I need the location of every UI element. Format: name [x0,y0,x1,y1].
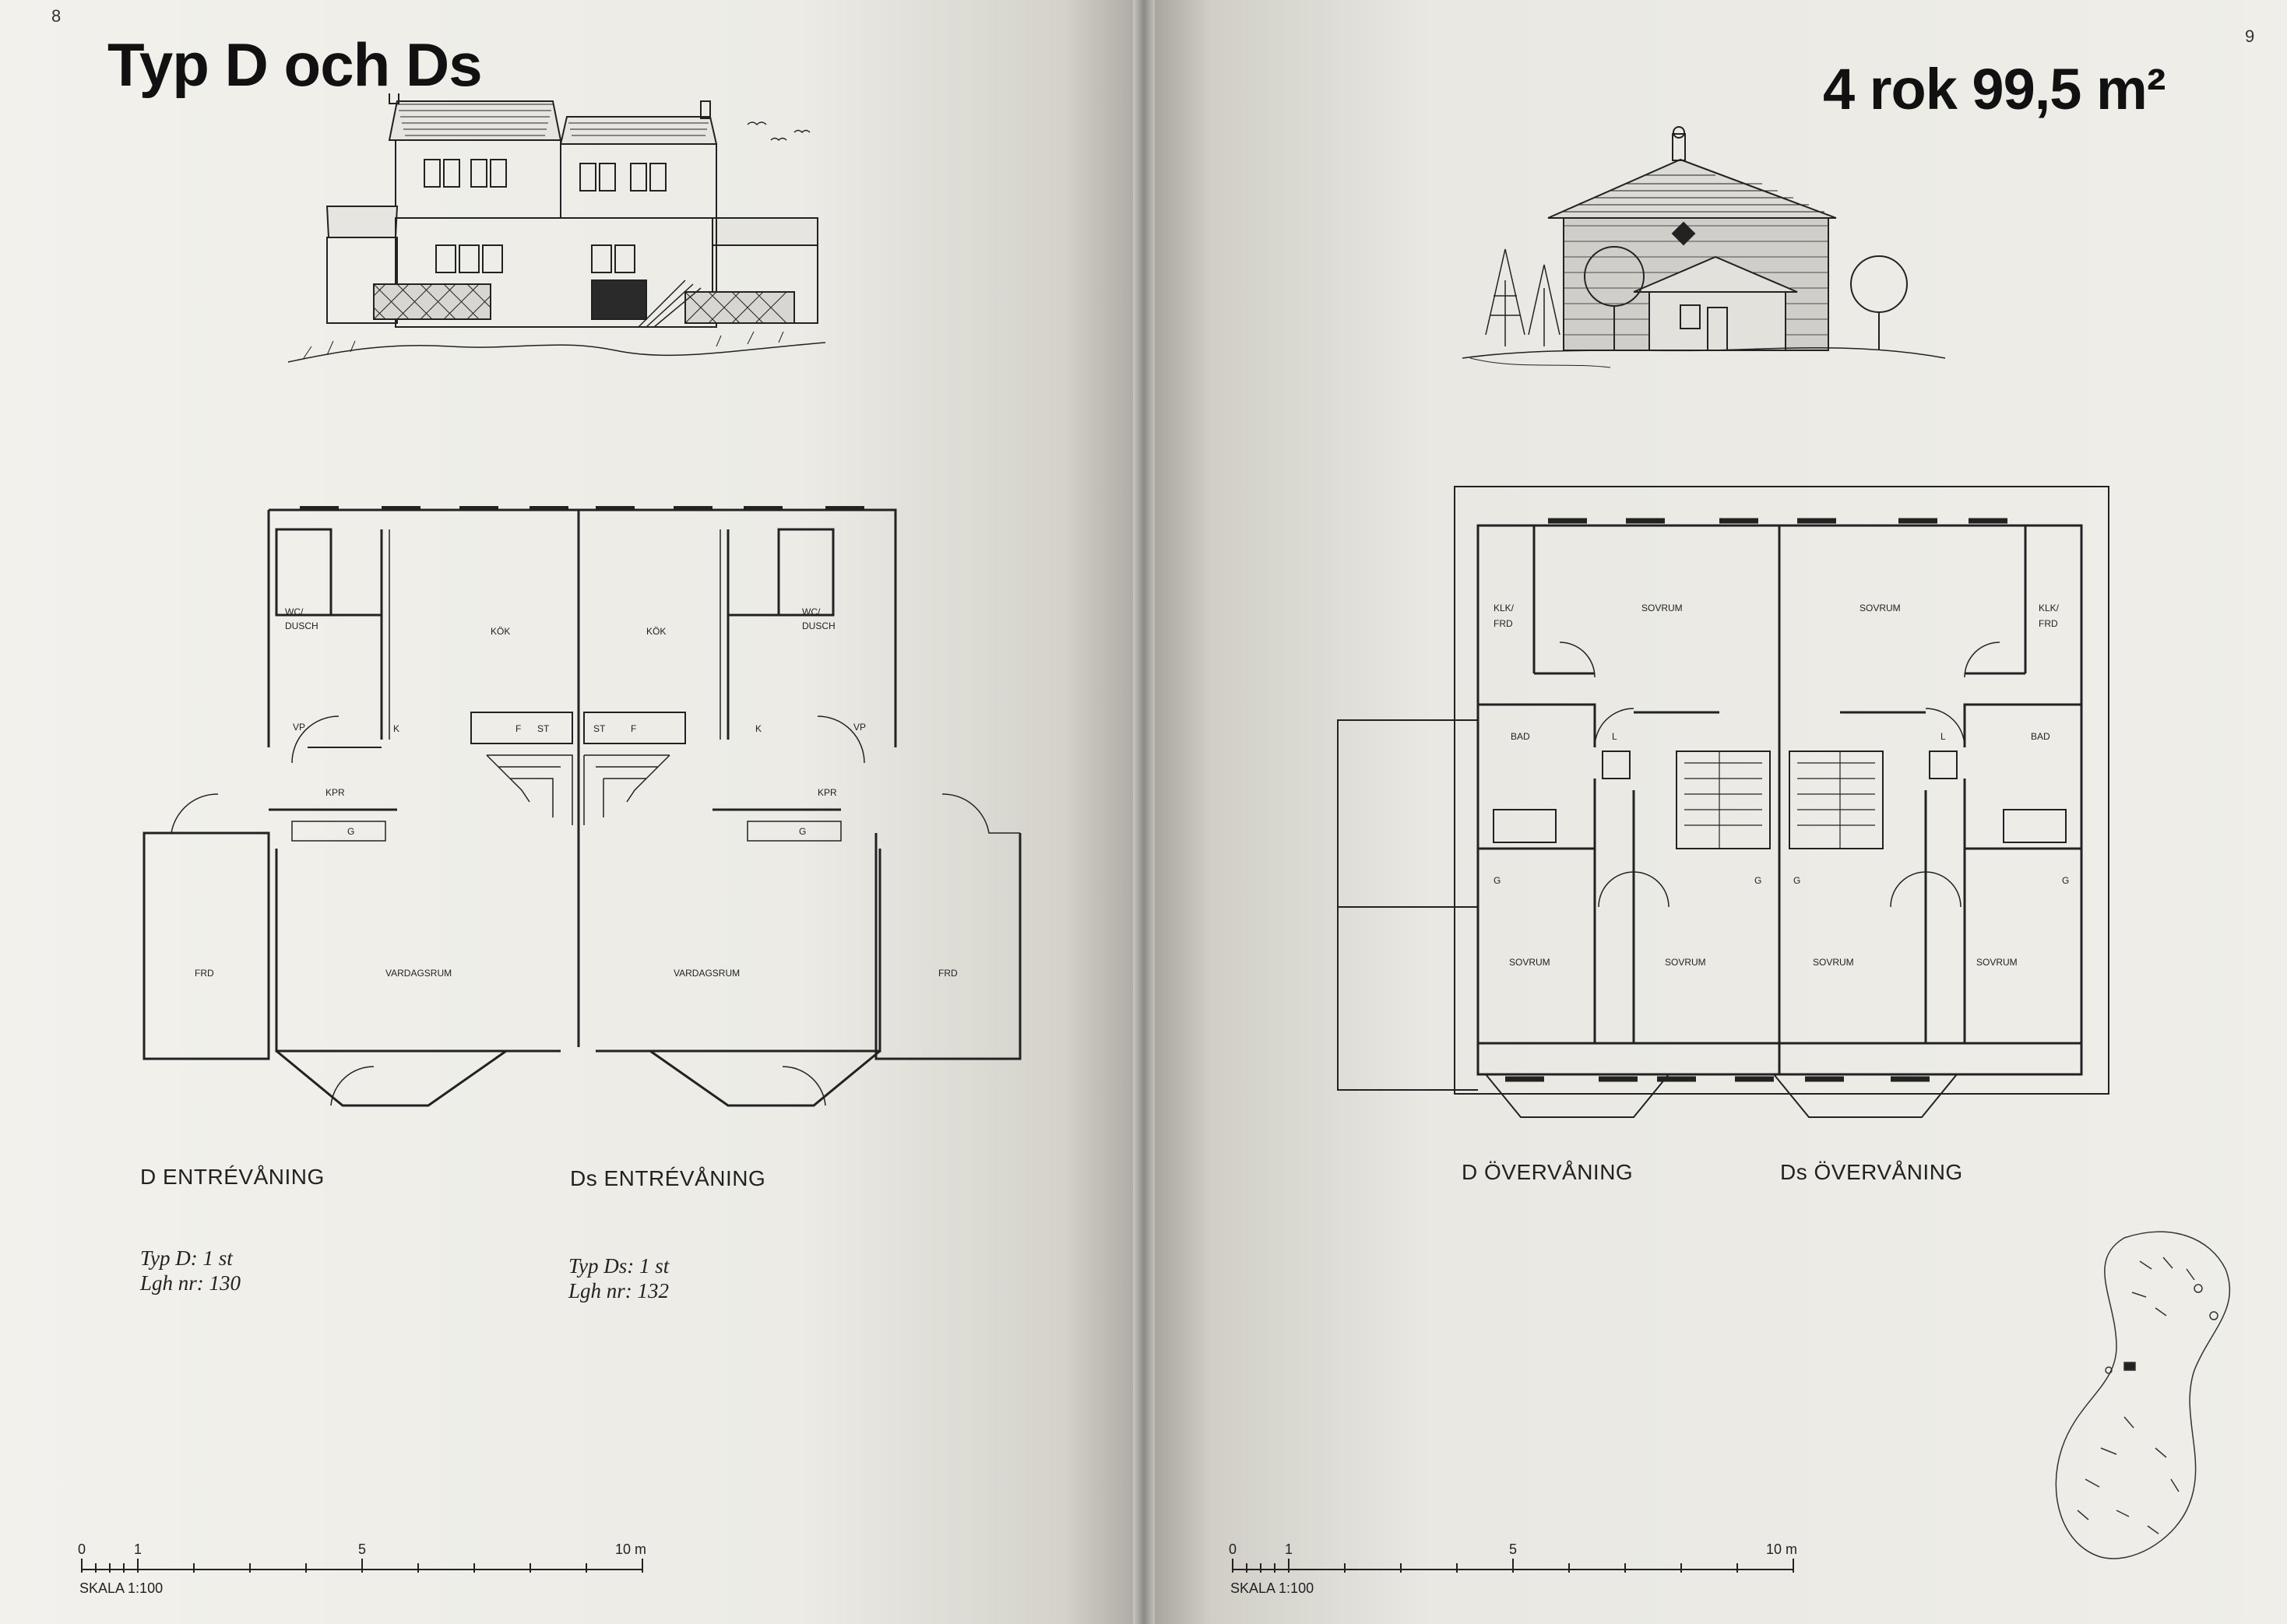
room-wc-left: WC/ [285,606,304,617]
site-map-sketch [2055,1231,2231,1559]
book-spine [1133,0,1155,1624]
room-g-4: G [2062,875,2069,886]
room-g-right: G [799,826,806,837]
scale-right-5: 5 [1509,1541,1517,1557]
room-sovrum-4: SOVRUM [1665,957,1706,968]
room-sovrum-5: SOVRUM [1813,957,1854,968]
page-number-right: 9 [2245,26,2255,46]
room-klk-right: KLK/ [2039,603,2060,613]
room-frd-right: FRD [938,968,958,979]
scale-right-10: 10 m [1766,1541,1797,1557]
room-k-left: K [393,723,399,734]
room-sovrum-3: SOVRUM [1509,957,1550,968]
scale-left-10: 10 m [615,1541,646,1557]
room-f-left: F [515,723,521,734]
room-vp-left: VP [293,722,305,733]
type-ds-count: Typ Ds: 1 st [568,1254,670,1278]
room-vardagsrum-right: VARDAGSRUM [674,968,740,979]
scale-right-1: 1 [1285,1541,1293,1557]
room-g-3: G [1793,875,1800,886]
scale-right-0: 0 [1229,1541,1237,1557]
scale-left-1: 1 [134,1541,142,1557]
page-title-left: Typ D och Ds [107,30,483,99]
room-klk-frd-left: FRD [1494,618,1513,629]
room-bad-left: BAD [1511,731,1530,742]
plan-label-ds-over: Ds ÖVERVÅNING [1780,1160,1963,1184]
room-kpr-left: KPR [325,787,345,798]
room-l-left: L [1612,731,1617,742]
room-l-right: L [1940,731,1946,742]
room-sovrum-1: SOVRUM [1641,603,1683,613]
right-page: 9 4 rok 99,5 m² [1143,0,2287,1624]
plan-label-d-entre: D ENTRÉVÅNING [140,1165,325,1189]
scale-left-0: 0 [78,1541,86,1557]
page-number-left: 8 [51,6,62,26]
room-g-2: G [1754,875,1761,886]
page-title-right: 4 rok 99,5 m² [1823,57,2166,121]
upper-floor-room-labels: SOVRUM SOVRUM SOVRUM SOVRUM SOVRUM SOVRU… [1494,603,2069,968]
room-kok-left: KÖK [491,626,510,637]
room-kok-right: KÖK [646,626,666,637]
room-wc-right: WC/ [802,606,821,617]
scale-left-5: 5 [358,1541,366,1557]
scale-right-label: SKALA 1:100 [1230,1580,1314,1596]
room-kpr-right: KPR [818,787,837,798]
type-ds-info: Typ Ds: 1 st Lgh nr: 132 [568,1253,669,1303]
scale-bar-left: 0 1 5 10 m SKALA 1:100 [78,1541,646,1596]
scale-bar-right: 0 1 5 10 m SKALA 1:100 [1229,1541,1797,1596]
ground-floor-plan: WC/ DUSCH WC/ DUSCH KÖK KÖK KPR KPR VARD… [142,506,1022,1107]
scale-left-label: SKALA 1:100 [79,1580,163,1596]
room-sovrum-2: SOVRUM [1860,603,1901,613]
upper-floor-plan: SOVRUM SOVRUM SOVRUM SOVRUM SOVRUM SOVRU… [1337,486,2109,1118]
room-g-left: G [347,826,354,837]
room-klk-frd-right: FRD [2039,618,2058,629]
type-d-info: Typ D: 1 st Lgh nr: 130 [140,1246,241,1295]
plan-label-d-over: D ÖVERVÅNING [1462,1160,1634,1184]
type-ds-apartment-number: Lgh nr: 132 [568,1279,670,1302]
room-bad-right: BAD [2031,731,2050,742]
room-st-right: ST [593,723,606,734]
room-klk-left: KLK/ [1494,603,1515,613]
room-sovrum-6: SOVRUM [1976,957,2018,968]
room-vp-right: VP [853,722,866,733]
type-d-apartment-number: Lgh nr: 130 [140,1271,241,1295]
room-k-right: K [755,723,762,734]
room-dusch-left: DUSCH [285,620,318,631]
ground-floor-room-labels: WC/ DUSCH WC/ DUSCH KÖK KÖK KPR KPR VARD… [195,606,958,979]
house-gable-sketch [1462,126,1946,368]
left-page: 8 Typ D och Ds [0,0,1143,1624]
room-f-right: F [631,723,636,734]
room-g-1: G [1494,875,1501,886]
room-vardagsrum-left: VARDAGSRUM [385,968,452,979]
type-d-count: Typ D: 1 st [140,1246,233,1270]
plan-label-ds-entre: Ds ENTRÉVÅNING [570,1166,766,1190]
room-st-left: ST [537,723,550,734]
room-frd-left: FRD [195,968,214,979]
room-dusch-right: DUSCH [802,620,836,631]
house-elevation-sketch [287,93,826,363]
